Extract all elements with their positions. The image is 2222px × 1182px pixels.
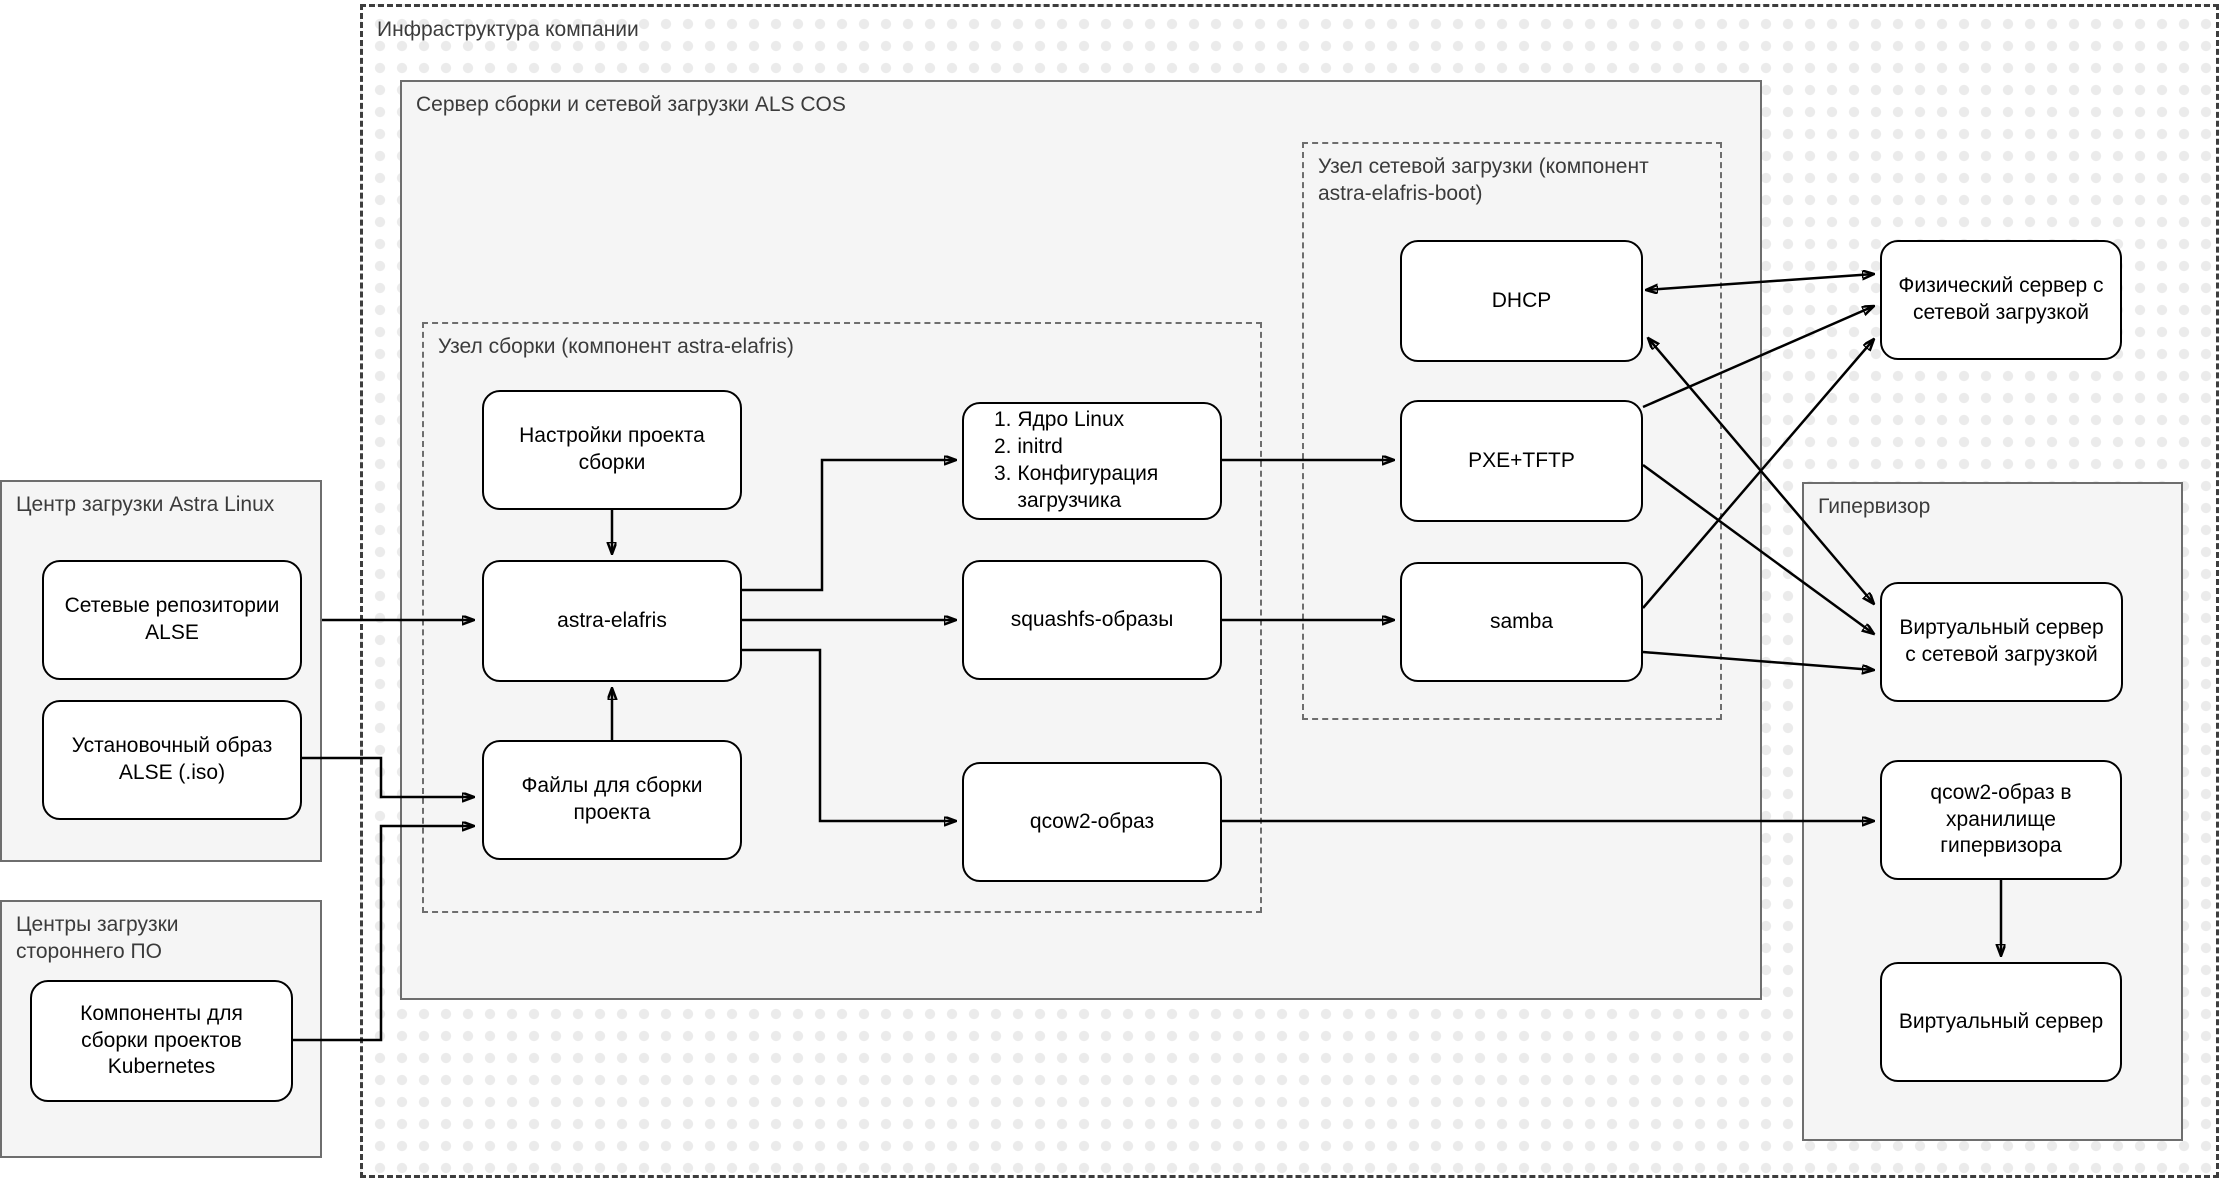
node-virtual-server: Виртуальный сервер <box>1880 962 2122 1082</box>
node-alse-repos: Сетевые репозитории ALSE <box>42 560 302 680</box>
node-pxe-tftp-label: PXE+TFTP <box>1468 448 1575 472</box>
node-qcow2-in-storage-label: qcow2-образ в хранилище гипервизора <box>1930 780 2072 858</box>
node-boot-artifacts-label: 1. Ядро Linux 2. initrd 3. Конфигурация … <box>994 408 1159 512</box>
node-qcow2-image: qcow2-образ <box>962 762 1222 882</box>
node-alse-iso: Установочный образ ALSE (.iso) <box>42 700 302 820</box>
node-k8s-components: Компоненты для сборки проектов Kubernete… <box>30 980 293 1102</box>
container-network-boot-node-label: Узел сетевой загрузки (компонент astra-e… <box>1318 155 1649 205</box>
container-build-node: Узел сборки (компонент astra-elafris) <box>422 322 1262 913</box>
container-build-server-label: Сервер сборки и сетевой загрузки ALS COS <box>416 93 846 116</box>
node-samba-label: samba <box>1489 609 1554 633</box>
node-alse-iso-label: Установочный образ ALSE (.iso) <box>71 734 273 784</box>
node-build-settings: Настройки проекта сборки <box>482 390 742 510</box>
container-infrastructure-label: Инфраструктура компании <box>377 18 639 41</box>
node-virtual-server-netboot-label: Виртуальный сервер с сетевой загрузкой <box>1899 616 2104 666</box>
container-astra-download-center-label: Центр загрузки Astra Linux <box>16 493 275 516</box>
node-physical-server-label: Физический сервер с сетевой загрузкой <box>1898 274 2104 324</box>
node-build-files: Файлы для сборки проекта <box>482 740 742 860</box>
node-qcow2-in-storage: qcow2-образ в хранилище гипервизора <box>1880 760 2122 880</box>
node-dhcp-label: DHCP <box>1491 288 1552 312</box>
node-build-files-label: Файлы для сборки проекта <box>521 774 703 824</box>
node-k8s-components-label: Компоненты для сборки проектов Kubernete… <box>80 1001 243 1079</box>
node-virtual-server-netboot: Виртуальный сервер с сетевой загрузкой <box>1880 582 2123 702</box>
node-squashfs-images: squashfs-образы <box>962 560 1222 680</box>
container-build-node-label: Узел сборки (компонент astra-elafris) <box>438 335 794 358</box>
node-virtual-server-label: Виртуальный сервер <box>1898 1009 2104 1033</box>
node-qcow2-image-label: qcow2-образ <box>1029 809 1155 833</box>
node-build-settings-label: Настройки проекта сборки <box>519 424 705 474</box>
node-squashfs-images-label: squashfs-образы <box>1010 607 1174 631</box>
node-pxe-tftp: PXE+TFTP <box>1400 400 1643 522</box>
container-hypervisor-label: Гипервизор <box>1818 495 1931 518</box>
node-physical-server: Физический сервер с сетевой загрузкой <box>1880 240 2122 360</box>
node-astra-elafris: astra-elafris <box>482 560 742 682</box>
container-network-boot-node: Узел сетевой загрузки (компонент astra-e… <box>1302 142 1722 720</box>
node-samba: samba <box>1400 562 1643 682</box>
node-boot-artifacts: 1. Ядро Linux 2. initrd 3. Конфигурация … <box>962 402 1222 520</box>
node-dhcp: DHCP <box>1400 240 1643 362</box>
container-thirdparty-download-centers-label: Центры загрузки стороннего ПО <box>16 913 179 963</box>
node-astra-elafris-label: astra-elafris <box>557 608 667 632</box>
node-alse-repos-label: Сетевые репозитории ALSE <box>64 594 280 644</box>
